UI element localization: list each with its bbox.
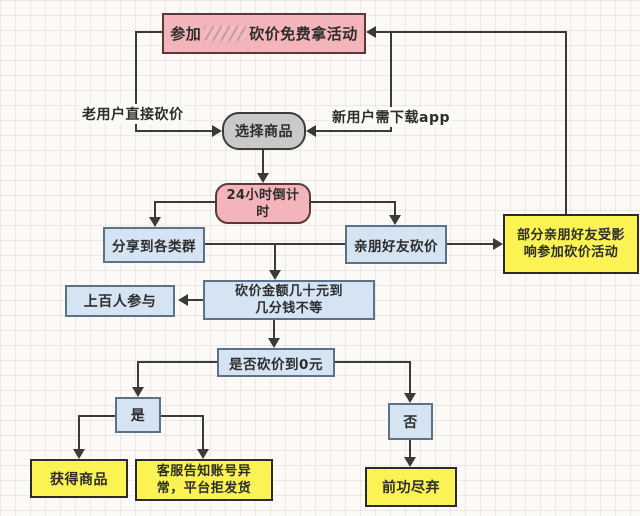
get-product-label: 获得商品 (50, 471, 108, 488)
arrowhead-icon (132, 387, 144, 397)
flow-line (335, 361, 410, 363)
arrowhead-icon (404, 393, 416, 403)
flow-line (154, 201, 156, 218)
arrowhead-icon (404, 457, 416, 467)
refused-line2: 常，平台拒发货 (156, 481, 252, 496)
flow-line (136, 31, 164, 33)
node-yes: 是 (115, 397, 161, 433)
arrowhead-icon (197, 449, 209, 459)
flow-line (373, 31, 567, 33)
node-friends-influenced: 部分亲朋好友受影 响参加砍价活动 (503, 214, 639, 274)
flow-line (394, 201, 396, 216)
flow-line (315, 130, 391, 132)
refused-line1: 客服告知账号异 (156, 464, 252, 479)
arrowhead-icon (257, 173, 269, 183)
node-get-product: 获得商品 (30, 459, 128, 498)
arrowhead-icon (268, 338, 280, 348)
flow-line (137, 361, 139, 388)
node-share-groups: 分享到各类群 (103, 227, 205, 263)
yes-label: 是 (130, 408, 146, 424)
amount-line2: 几分钱不等 (255, 301, 323, 316)
flow-line (78, 415, 116, 417)
censored-brand-smudge (204, 26, 247, 41)
countdown-line1: 24小时倒计 (226, 187, 300, 203)
arrowhead-icon (73, 449, 85, 459)
wasted-label: 前功尽弃 (382, 480, 440, 496)
flow-line (409, 440, 411, 458)
node-efforts-wasted: 前功尽弃 (365, 467, 457, 507)
node-decision-zero: 是否砍价到0元 (217, 348, 335, 377)
arrowhead-icon (306, 125, 316, 137)
start-label-prefix: 参加 (170, 25, 202, 43)
flow-line (135, 31, 137, 132)
flow-line (409, 361, 411, 394)
flow-line (137, 130, 213, 132)
flow-line (262, 150, 264, 174)
flow-line (565, 31, 567, 215)
node-hundreds-participate: 上百人参与 (65, 285, 175, 317)
share-groups-label: 分享到各类群 (112, 239, 196, 255)
flow-line (273, 320, 275, 339)
select-product-label: 选择商品 (235, 124, 293, 140)
node-countdown: 24小时倒计 时 (215, 183, 311, 224)
decision-label: 是否砍价到0元 (229, 356, 323, 373)
node-no: 否 (388, 403, 433, 440)
arrowhead-icon (149, 217, 161, 227)
arrowhead-icon (389, 215, 401, 225)
arrowhead-icon (493, 238, 503, 250)
node-start-activity: 参加 砍价免费拿活动 (162, 13, 366, 54)
flow-line (78, 415, 80, 450)
friends-bargain-label: 亲朋好友砍价 (354, 238, 438, 255)
flow-line (186, 299, 204, 301)
flow-line (390, 31, 392, 132)
node-platform-refuses: 客服告知账号异 常，平台拒发货 (135, 459, 273, 501)
influenced-line2: 响参加砍价活动 (523, 245, 619, 260)
no-label: 否 (403, 414, 418, 431)
influenced-line1: 部分亲朋好友受影 (516, 228, 625, 243)
flow-line (137, 361, 218, 363)
arrowhead-icon (178, 294, 188, 306)
arrowhead-icon (269, 270, 281, 280)
start-label-suffix: 砍价免费拿活动 (249, 25, 358, 43)
flow-line (160, 415, 203, 417)
start-activity-label: 参加 砍价免费拿活动 (170, 23, 358, 44)
flow-line (447, 243, 494, 245)
countdown-line2: 时 (256, 204, 270, 220)
edge-label-old-user: 老用户直接砍价 (80, 104, 186, 124)
amount-line1: 砍价金额几十元到 (234, 284, 343, 299)
flow-line (154, 201, 216, 203)
hundreds-label: 上百人参与 (83, 294, 157, 310)
arrowhead-icon (212, 125, 222, 137)
flow-line (274, 243, 276, 271)
node-bargain-amount: 砍价金额几十元到 几分钱不等 (203, 280, 375, 320)
arrowhead-icon (366, 26, 376, 38)
flow-line (202, 415, 204, 450)
node-select-product: 选择商品 (222, 112, 306, 150)
edge-label-new-user: 新用户需下载app (330, 107, 452, 127)
node-friends-bargain: 亲朋好友砍价 (345, 225, 447, 264)
flow-line (309, 201, 396, 203)
